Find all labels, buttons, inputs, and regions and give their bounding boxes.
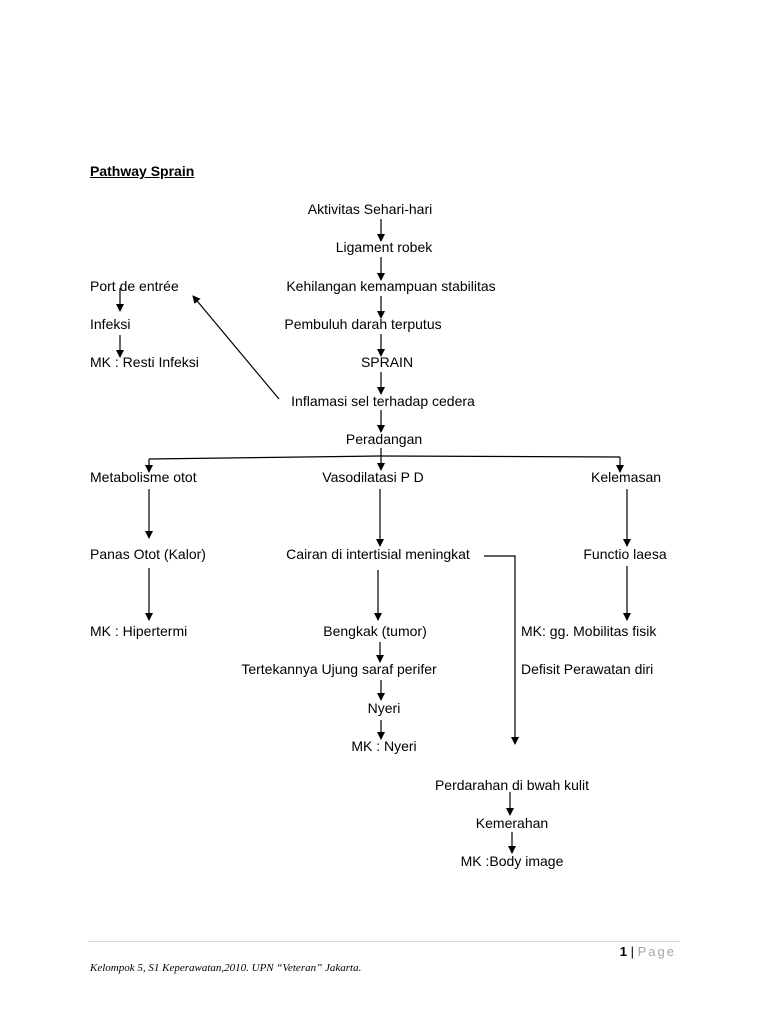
page-number-separator: |: [630, 944, 634, 959]
node-mk-hipertermi: MK : Hipertermi: [90, 623, 188, 639]
node-mk-nyeri: MK : Nyeri: [351, 738, 417, 754]
branch-horizontal-right: [380, 455, 621, 458]
node-defisit: Defisit Perawatan diri: [521, 661, 654, 677]
footer-divider: [88, 941, 680, 942]
node-bengkak: Bengkak (tumor): [323, 623, 427, 639]
arrow-inflamasi-port: [192, 295, 280, 400]
node-infeksi: Infeksi: [90, 316, 131, 332]
node-kehilangan: Kehilangan kemampuan stabilitas: [286, 278, 496, 294]
node-perdarahan: Perdarahan di bwah kulit: [434, 777, 590, 793]
node-port-de-entree: Port de entrée: [90, 278, 179, 294]
node-nyeri: Nyeri: [367, 700, 401, 716]
node-panas-otot: Panas Otot (Kalor): [90, 546, 206, 562]
node-peradangan: Peradangan: [345, 431, 423, 447]
node-cairan: Cairan di intertisial meningkat: [286, 546, 470, 562]
page-number: 1 | Page: [620, 944, 676, 959]
node-sprain: SPRAIN: [360, 354, 414, 370]
node-mk-body-image: MK :Body image: [460, 853, 564, 869]
node-tertekannya: Tertekannya Ujung saraf perifer: [241, 661, 437, 677]
node-inflamasi: Inflamasi sel terhadap cedera: [291, 393, 475, 409]
page-word: Page: [637, 944, 676, 959]
node-mk-resti-infeksi: MK : Resti Infeksi: [90, 354, 199, 370]
arrow-cairan-perdarahan: [484, 555, 519, 745]
node-kelemasan: Kelemasan: [590, 469, 662, 485]
page-title: Pathway Sprain: [90, 163, 195, 179]
node-metabolisme: Metabolisme otot: [90, 469, 197, 485]
node-mk-mobilitas: MK: gg. Mobilitas fisik: [521, 623, 657, 639]
node-functio-laesa: Functio laesa: [583, 546, 667, 562]
footer-note: Kelompok 5, S1 Keperawatan,2010. UPN “Ve…: [90, 962, 362, 974]
node-aktivitas: Aktivitas Sehari-hari: [307, 201, 433, 217]
node-vasodilatasi: Vasodilatasi P D: [322, 469, 424, 485]
page-number-value: 1: [619, 944, 627, 959]
node-ligament: Ligament robek: [335, 239, 433, 255]
branch-horizontal-left: [148, 455, 382, 460]
node-pembuluh: Pembuluh darah terputus: [284, 316, 442, 332]
node-kemerahan: Kemerahan: [475, 815, 549, 831]
